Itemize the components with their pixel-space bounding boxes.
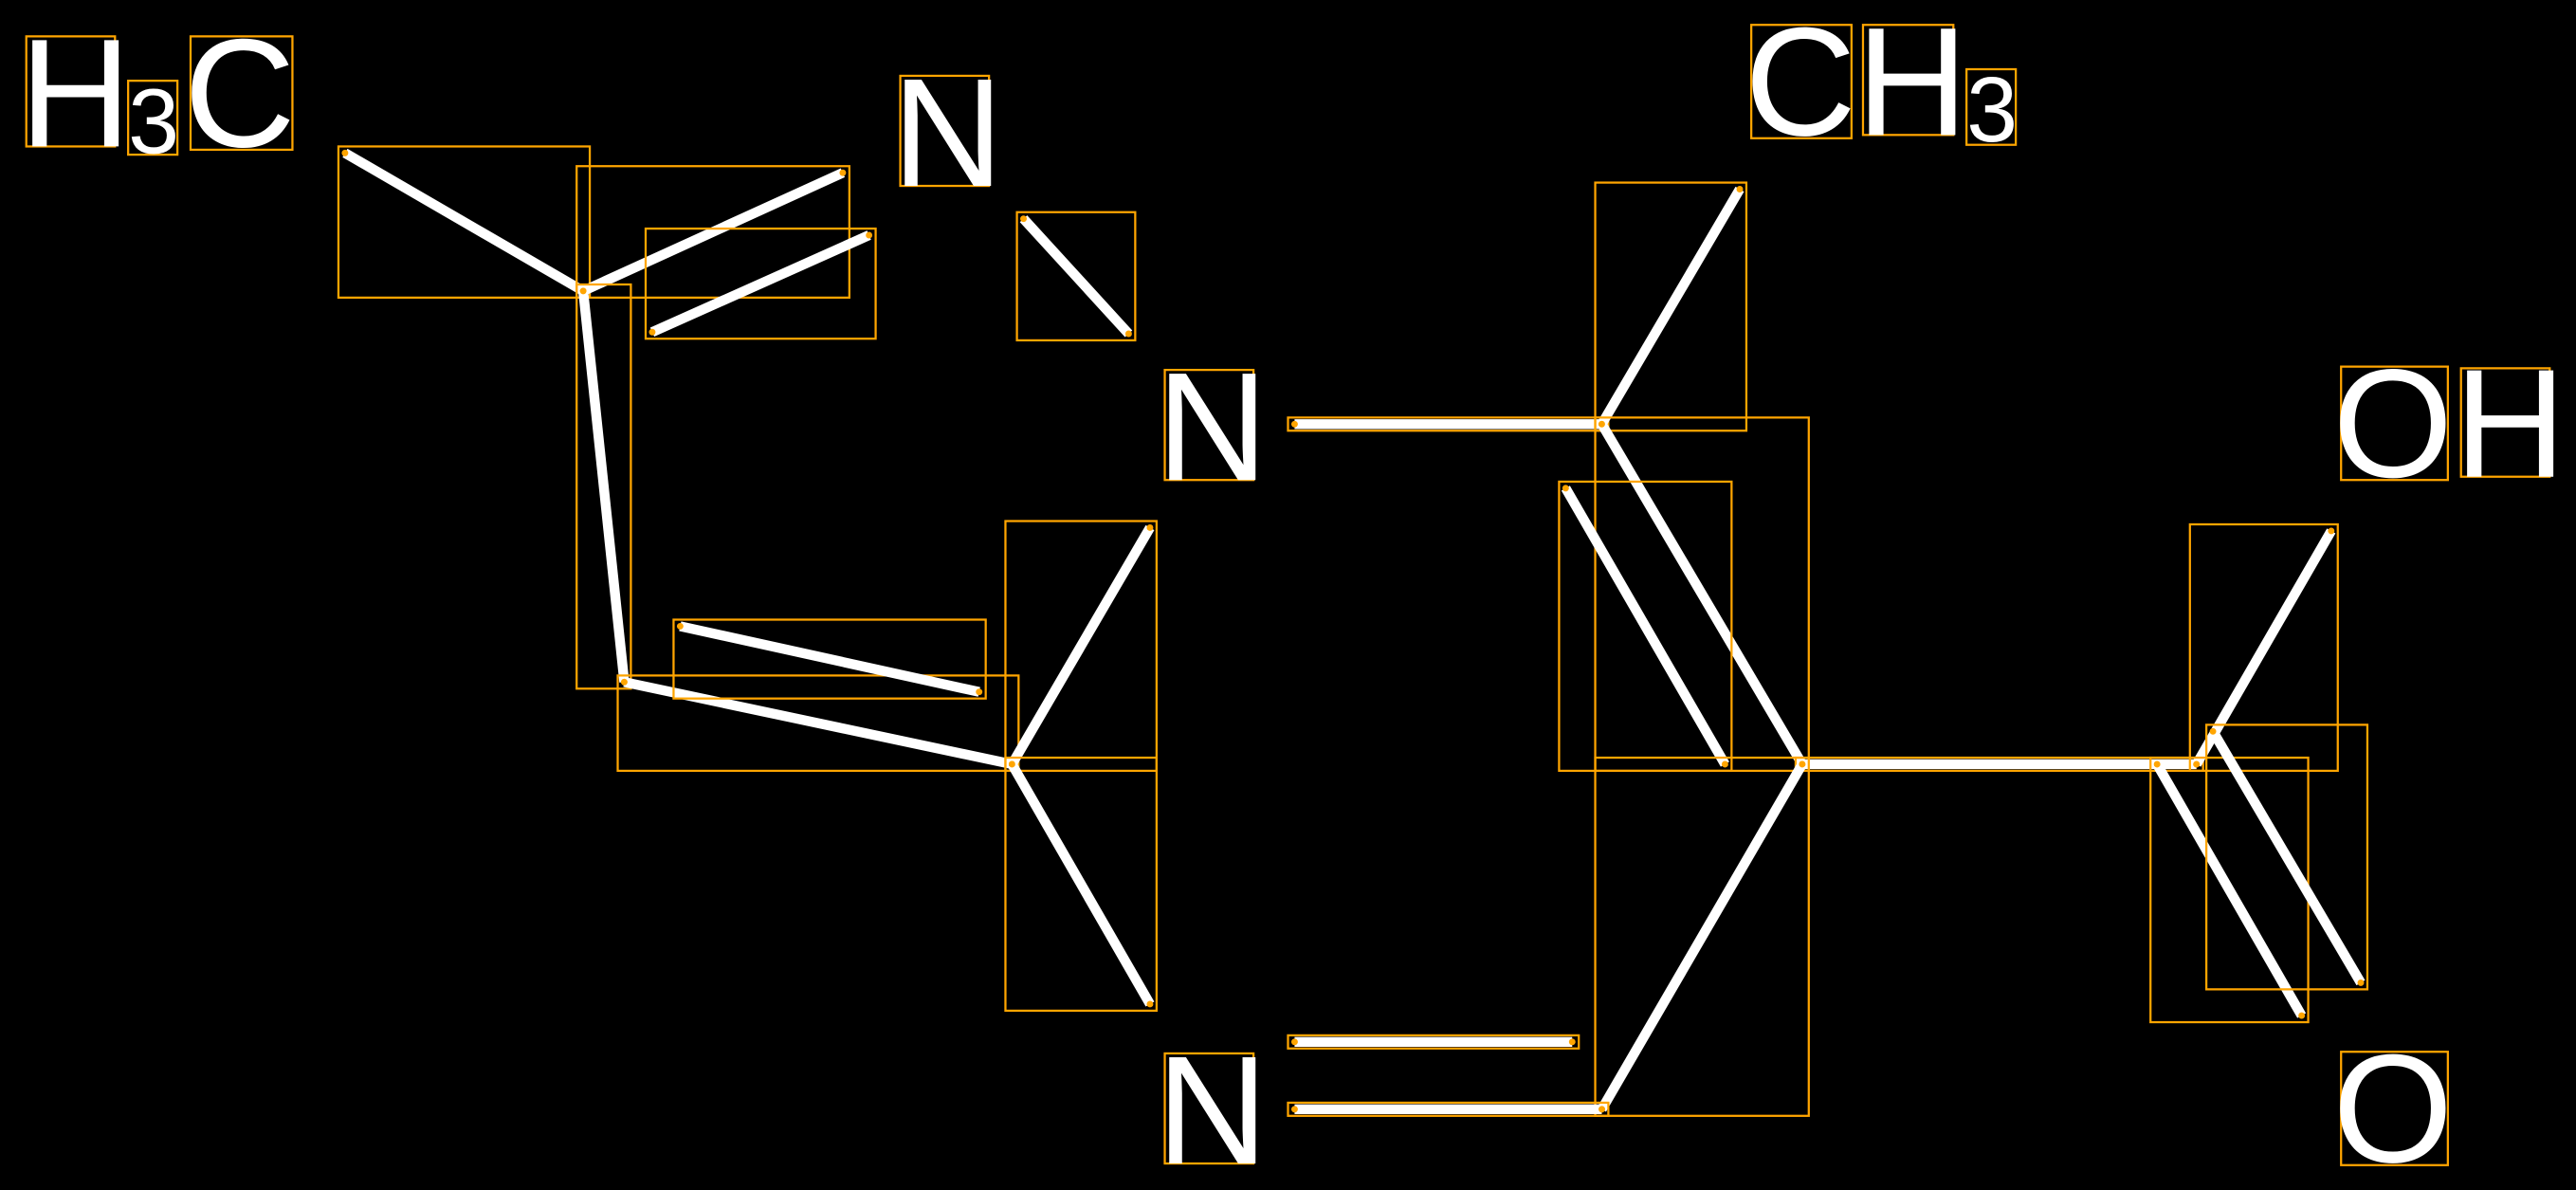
bond-endpoint	[1146, 1000, 1154, 1008]
label-box	[2340, 1051, 2449, 1166]
bond-box	[1558, 480, 1733, 773]
bond-endpoint	[1008, 760, 1015, 768]
bond-box	[2204, 723, 2369, 991]
bond-line	[1597, 761, 1807, 1112]
label-box	[1861, 24, 1955, 137]
label-box	[1163, 1052, 1255, 1165]
label-box	[127, 80, 179, 156]
bond-box	[1594, 756, 1810, 1117]
bond-line	[649, 230, 871, 338]
bond-endpoint	[2298, 1012, 2306, 1019]
bond-box	[575, 283, 632, 690]
bond-endpoint	[839, 169, 847, 176]
label-box	[1750, 24, 1853, 139]
bond-endpoint	[2209, 727, 2217, 735]
bond-line	[1561, 485, 1729, 767]
bond-line	[342, 148, 586, 296]
bond-box	[1794, 756, 2204, 773]
label-box	[2459, 367, 2551, 478]
atom-label-h3c-h: H	[20, 7, 132, 179]
bond-endpoint	[1124, 330, 1132, 338]
bond-line	[2208, 728, 2366, 986]
bond-line	[577, 290, 630, 683]
bond-endpoint	[2357, 979, 2365, 986]
bond-endpoint	[2193, 760, 2201, 768]
bond-endpoint	[620, 678, 628, 686]
atom-label-ch3-c: C	[1745, 0, 1856, 168]
bond-box	[1287, 1101, 1610, 1117]
atom-label-h3c-3: 3	[128, 69, 179, 173]
bond-endpoint	[1598, 420, 1605, 428]
atom-label-n-bottom: N	[1157, 1024, 1269, 1190]
atom-label-h3c-c: C	[184, 7, 296, 179]
bond-box	[1287, 416, 1610, 432]
label-box	[1163, 368, 1255, 482]
bond-line	[1007, 761, 1155, 1007]
bond-endpoint	[1020, 215, 1027, 223]
bond-endpoint	[1799, 760, 1806, 768]
atom-label-oh-h: H	[2455, 338, 2567, 510]
bond-line	[1007, 524, 1155, 767]
bond-line	[623, 677, 1014, 770]
bond-box	[1004, 520, 1159, 773]
bond-box	[644, 227, 877, 340]
bond-line	[679, 621, 980, 697]
atom-label-ch3-h: H	[1856, 0, 1968, 168]
bond-endpoint	[1598, 1106, 1605, 1113]
atom-labels: H 3 C N N C H 3 O H N O	[20, 0, 2567, 1190]
bond-endpoint	[866, 231, 873, 239]
label-box	[189, 35, 294, 152]
atom-label-ch3-3: 3	[1966, 58, 2018, 161]
label-box	[25, 35, 117, 148]
bond-line	[580, 168, 846, 296]
atom-label-n-mid: N	[1157, 340, 1269, 513]
bond-box	[672, 618, 987, 700]
bond-box	[337, 145, 592, 299]
bond-box	[575, 165, 850, 299]
label-box	[2340, 365, 2449, 482]
bond-endpoint	[649, 328, 656, 336]
bond-endpoint	[1562, 485, 1569, 492]
bond-box	[1594, 181, 1748, 432]
bond-endpoint	[341, 149, 349, 156]
bond-box	[2188, 522, 2339, 773]
label-box	[1965, 67, 2018, 146]
label-box	[899, 74, 991, 188]
bond-endpoint	[1736, 186, 1744, 192]
bond-box	[1287, 1034, 1580, 1050]
bond-line	[1019, 215, 1133, 338]
bond-box	[616, 674, 1020, 773]
bond-endpoint	[976, 688, 983, 696]
bond-box	[1004, 756, 1159, 1013]
bond-endpoint	[2328, 527, 2335, 535]
bonds	[337, 145, 2369, 1117]
bond-line	[2152, 761, 2307, 1018]
bond-endpoint	[1146, 523, 1154, 531]
bond-endpoint	[1290, 1038, 1298, 1046]
atom-label-o-bottom: O	[2333, 1022, 2454, 1190]
bond-endpoint	[1290, 1106, 1298, 1113]
bond-endpoint	[579, 287, 587, 295]
bond-box	[1015, 211, 1137, 342]
bond-endpoint	[1290, 420, 1298, 428]
bond-endpoint	[2153, 760, 2161, 768]
bond-endpoint	[1568, 1038, 1576, 1046]
bond-endpoint	[676, 622, 684, 630]
atom-label-n-top: N	[892, 46, 1004, 219]
bond-endpoint	[1721, 760, 1728, 768]
bond-line	[1597, 186, 1745, 427]
atom-label-oh-o: O	[2333, 338, 2454, 510]
